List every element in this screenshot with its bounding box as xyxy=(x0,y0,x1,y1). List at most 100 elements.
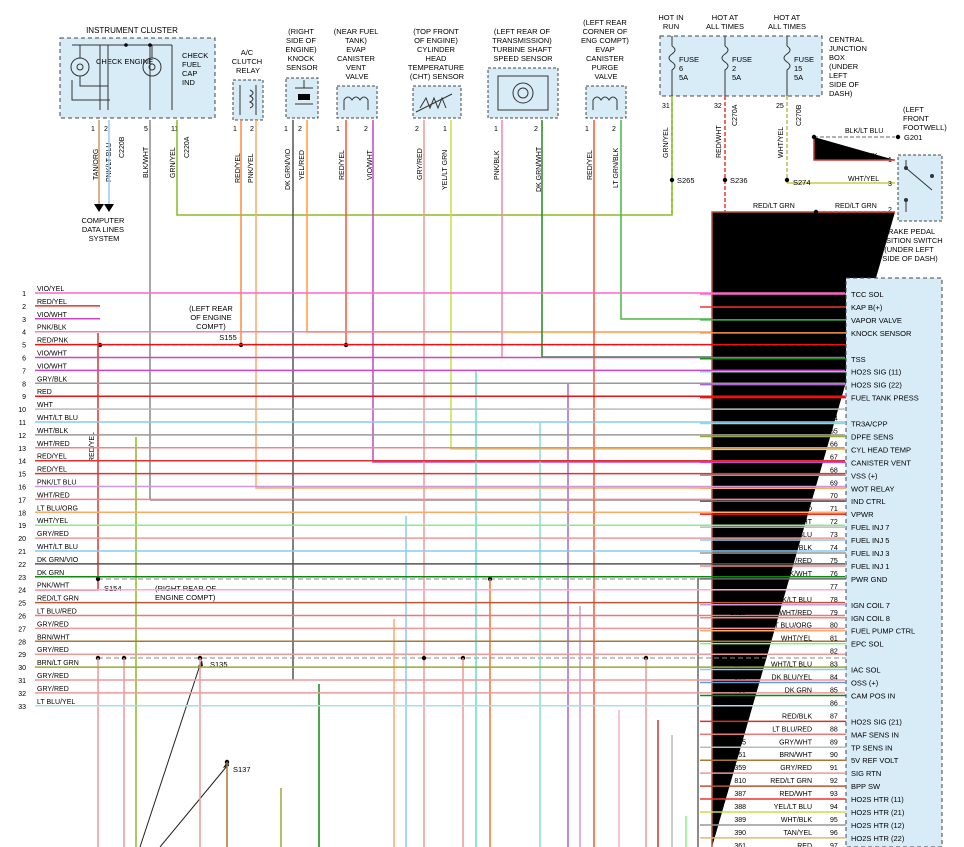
bpp-wire-blk-ltblu: BLK/LT BLU xyxy=(845,128,883,135)
circuit-number: 199 xyxy=(734,416,746,423)
cjb-wire-1: GRN/YEL xyxy=(663,127,670,158)
circuit-number: 136 xyxy=(734,675,746,682)
wire-color-label: LT BLU/YEL xyxy=(37,699,75,706)
wire-color-label: WHT/LT BLU xyxy=(37,415,78,422)
bpp-wire-wht-yel: WHT/YEL xyxy=(848,176,879,183)
wire-color-label: DK GRN/VIO xyxy=(37,557,79,564)
pcm-pin-number: 85 xyxy=(830,687,838,694)
pcm-wire-color: VIO/YEL xyxy=(785,286,812,293)
row-number: 29 xyxy=(18,652,26,659)
wire-color-label: WHT/RED xyxy=(37,492,70,499)
pcm-function-label: VSS (+) xyxy=(851,471,878,480)
pcm-connector-box xyxy=(845,277,943,847)
ground-g201: G201 xyxy=(904,133,922,142)
wire-color-label: VIO/WHT xyxy=(37,363,68,370)
pcm-function-label: IND CTRL xyxy=(851,497,886,506)
cjb-wire-3: WHT/YEL xyxy=(778,127,785,158)
pcm-wire-color: WHT/RED xyxy=(779,558,812,565)
row-number: 25 xyxy=(18,601,26,608)
splice-s274: S274 xyxy=(793,178,811,187)
wire-color-label: DK GRN xyxy=(37,570,64,577)
pcm-function-label: DPFE SENS xyxy=(851,432,894,441)
pcm-wire-color: LT BLU/RED xyxy=(772,726,812,733)
circuit-number: 331 xyxy=(734,480,746,487)
pcm-wire-color: GRY/RED xyxy=(780,765,812,772)
pcm-wire-color: WHT/LT BLU xyxy=(771,662,812,669)
pcm-pin-number: 61 xyxy=(830,377,838,384)
row-number: 1 xyxy=(22,291,26,298)
instrument-cluster: INSTRUMENT CLUSTER CHECK ENGINE CHECK FU… xyxy=(59,26,216,182)
circuit-number: 359 xyxy=(734,765,746,772)
circuit-number: 388 xyxy=(734,804,746,811)
circuit-number: 361 xyxy=(734,506,746,513)
check-fuel-cap-label: CHECK FUEL CAP IND xyxy=(182,51,210,87)
pcm-pin-number: 56 xyxy=(830,312,838,319)
wire-color-label: GRY/RED xyxy=(37,673,69,680)
evap-vent-wire-2: VIO/WHT xyxy=(367,149,374,180)
circuit-number: 387 xyxy=(734,791,746,798)
pcm-function-label: OSS (+) xyxy=(851,679,879,688)
bpp-wire-blk-pnk: BLK/PNK xyxy=(848,153,878,160)
connector-c270a: C270A xyxy=(732,104,739,126)
splice-s236: S236 xyxy=(730,176,748,185)
row-number: 14 xyxy=(18,459,26,466)
row-number: 23 xyxy=(18,575,26,582)
pcm-function-label: BPP SW xyxy=(851,782,881,791)
connector-c220b-label: C220B xyxy=(119,136,126,158)
pcm-wire-color: WHT/BLK xyxy=(781,545,812,552)
wire-color-label: WHT xyxy=(37,402,54,409)
pcm-pin-number: 73 xyxy=(830,532,838,539)
pcm-pin-number: 87 xyxy=(830,713,838,720)
pcm-function-label: CYL HEAD TEMP xyxy=(851,445,911,454)
pcm-function-label: HO2S SIG (22) xyxy=(851,381,902,390)
pcm-function-label: KAP B(+) xyxy=(851,303,883,312)
circuit-number: 361 xyxy=(734,843,746,847)
circuit-number: 352 xyxy=(734,428,746,435)
circuit-number: 264 xyxy=(734,662,746,669)
circuit-number: 480 xyxy=(734,286,746,293)
circuit-number: 91 xyxy=(738,454,746,461)
pcm-wire-color: GRY/LT BLU xyxy=(772,364,812,371)
pcm-function-label: HO2S HTR (21) xyxy=(851,808,905,817)
pcm-pin-number: 66 xyxy=(830,441,838,448)
row-number: 5 xyxy=(22,343,26,350)
pcm-pin-number: 90 xyxy=(830,752,838,759)
pcm-wire-color: DK GRN xyxy=(785,687,812,694)
wire-color-label: WHT/RED xyxy=(37,441,70,448)
pcm-pin-number: 93 xyxy=(830,791,838,798)
wire-color-label: WHT/LT BLU xyxy=(37,544,78,551)
row-number: 13 xyxy=(18,446,26,453)
pcm-pin-number: 68 xyxy=(830,467,838,474)
row-number: 31 xyxy=(18,678,26,685)
circuit-number: 355 xyxy=(734,739,746,746)
circuit-number: 393 xyxy=(734,377,746,384)
wire-color-label: LT BLU/RED xyxy=(37,609,77,616)
instrument-cluster-box xyxy=(59,37,216,119)
pcm-wire-color: BLK/WHT xyxy=(781,493,813,500)
circuit-number: 1165 xyxy=(731,558,746,565)
pcm-pin-number: 84 xyxy=(830,675,838,682)
wire-color-label: VIO/YEL xyxy=(37,286,64,293)
circuit-number: 389 xyxy=(734,817,746,824)
circuit-number: 1167 xyxy=(731,545,746,552)
wire-color-label: BRN/LT GRN xyxy=(37,660,79,667)
splice-s265: S265 xyxy=(677,176,695,185)
wire-color-label: RED/YEL xyxy=(37,467,67,474)
wire-color-label: GRY/RED xyxy=(37,621,69,628)
pcm-function-label: HO2S SIG (21) xyxy=(851,717,902,726)
